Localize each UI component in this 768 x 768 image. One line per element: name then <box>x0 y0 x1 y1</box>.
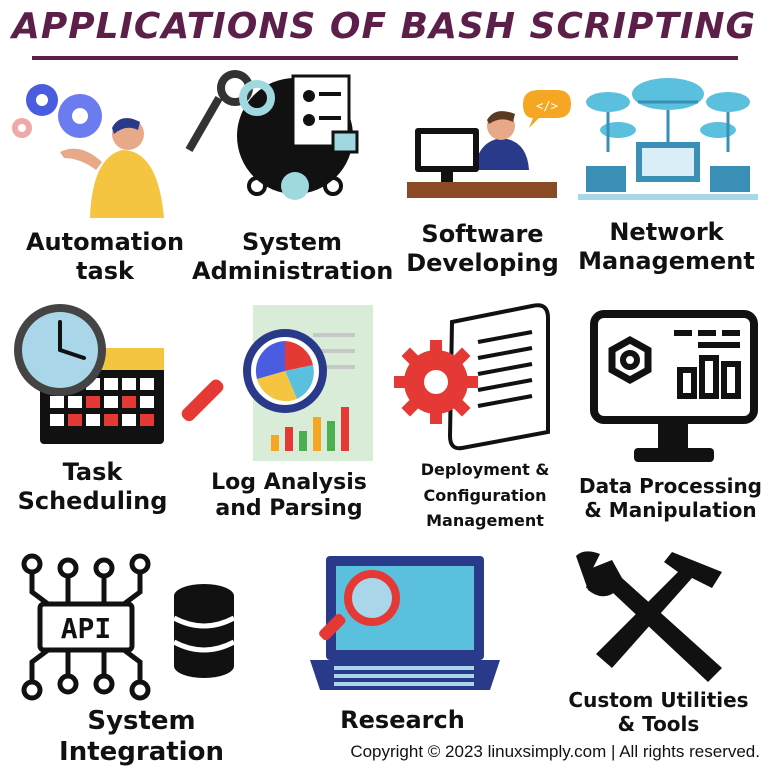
developer-icon: </> <box>407 90 571 198</box>
page-title: APPLICATIONS OF BASH SCRIPTING <box>11 6 757 47</box>
system-integration-label: System Integration <box>59 706 224 768</box>
svg-text:</>: </> <box>536 99 558 113</box>
api-text: API <box>61 612 112 645</box>
title-underline <box>32 56 738 60</box>
gears-person-icon <box>12 84 164 218</box>
api-database-icon: API <box>21 553 236 701</box>
wrench-hammer-icon <box>576 551 722 682</box>
copyright-footer: Copyright © 2023 linuxsimply.com | All r… <box>350 742 760 761</box>
cloud-network-icon <box>578 78 758 200</box>
laptop-search-icon <box>310 556 500 690</box>
magnifier-chart-icon <box>181 305 373 461</box>
research-label: Research <box>340 706 465 734</box>
monitor-dashboard-icon <box>590 310 758 462</box>
clock-calendar-icon <box>14 304 164 444</box>
gear-scroll-icon <box>394 303 550 451</box>
custom-utilities-label: Custom Utilities& Tools <box>568 688 749 736</box>
keys-admin-icon <box>185 70 359 200</box>
data-processing-label: Data Processing& Manipulation <box>578 474 763 522</box>
